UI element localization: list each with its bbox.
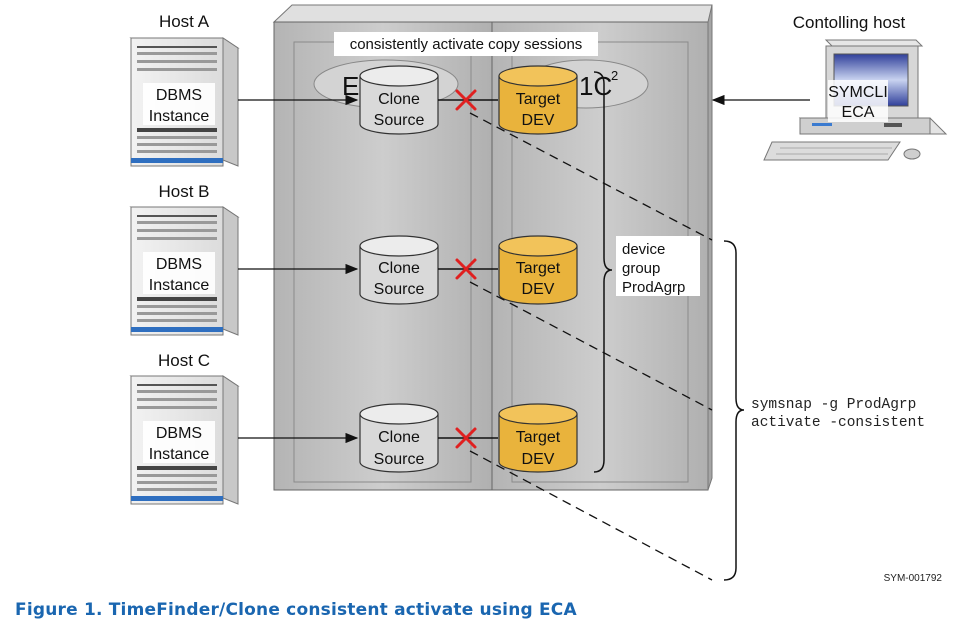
host-b-line2: Instance <box>149 277 210 294</box>
device-group-box <box>616 236 700 296</box>
header-label: consistently activate copy sessions <box>350 36 583 53</box>
header-label-box <box>334 32 598 56</box>
target-dev-2: Target DEV <box>498 235 578 305</box>
screen-label-box <box>828 80 888 122</box>
dashed-line-3 <box>469 450 713 581</box>
target-dev-3: Target DEV <box>498 403 578 473</box>
target-dev-1-line1: Target <box>516 91 561 108</box>
device-group-line1: device <box>622 241 665 258</box>
target-dev-2-line1: Target <box>516 260 561 277</box>
target-dev-3-line1: Target <box>516 429 561 446</box>
host-b: Host B DBMS Instance <box>129 182 240 336</box>
host-a-line1: DBMS <box>156 87 202 104</box>
red-x-icon <box>455 427 477 449</box>
clone-source-1: Clone Source <box>359 65 439 135</box>
command-line1: symsnap -g ProdAgrp <box>751 397 916 413</box>
clone-source-2: Clone Source <box>359 235 439 305</box>
disk-cylinder-icon <box>498 235 578 305</box>
target-dev-3-line2: DEV <box>522 451 555 468</box>
figure-id: SYM-001792 <box>884 573 943 584</box>
host-a-title: Host A <box>159 12 210 31</box>
host-a: Host A DBMS Instance <box>129 12 240 167</box>
dashed-line-1 <box>469 112 713 241</box>
brace-icon <box>593 71 613 473</box>
device-group-line2: group <box>622 260 660 277</box>
controlling-host-title: Contolling host <box>793 13 906 32</box>
screen-line2: ECA <box>842 104 875 121</box>
clone-source-1-line2: Source <box>374 112 425 129</box>
figure-caption: Figure 1. TimeFinder/Clone consistent ac… <box>15 600 577 620</box>
clone-source-3-line2: Source <box>374 451 425 468</box>
array-logo-left: E <box>342 71 359 101</box>
array-logo-right: 1C <box>579 71 612 101</box>
red-x-icon <box>455 89 477 111</box>
disk-cylinder-icon <box>359 235 439 305</box>
dashed-line-2 <box>469 281 713 411</box>
target-dev-1: Target DEV <box>498 65 578 135</box>
array-logo-superscript: 2 <box>611 68 618 83</box>
disk-cylinder-icon <box>498 65 578 135</box>
target-dev-2-line2: DEV <box>522 281 555 298</box>
clone-source-1-line1: Clone <box>378 91 420 108</box>
host-a-line2: Instance <box>149 108 210 125</box>
clone-source-3: Clone Source <box>359 403 439 473</box>
host-c: Host C DBMS Instance <box>129 351 240 505</box>
command-line2: activate -consistent <box>751 415 925 431</box>
disk-cylinder-icon <box>498 403 578 473</box>
clone-source-2-line2: Source <box>374 281 425 298</box>
red-x-icon <box>455 258 477 280</box>
host-c-line2: Instance <box>149 446 210 463</box>
host-b-line1: DBMS <box>156 256 202 273</box>
device-group-line3: ProdAgrp <box>622 279 685 296</box>
clone-source-3-line1: Clone <box>378 429 420 446</box>
screen-line1: SYMCLI <box>828 84 888 101</box>
clone-source-2-line1: Clone <box>378 260 420 277</box>
host-c-line1: DBMS <box>156 425 202 442</box>
target-dev-1-line2: DEV <box>522 112 555 129</box>
disk-cylinder-icon <box>359 65 439 135</box>
host-b-title: Host B <box>158 182 209 201</box>
brace-icon <box>723 240 745 581</box>
host-c-title: Host C <box>158 351 210 370</box>
disk-cylinder-icon <box>359 403 439 473</box>
